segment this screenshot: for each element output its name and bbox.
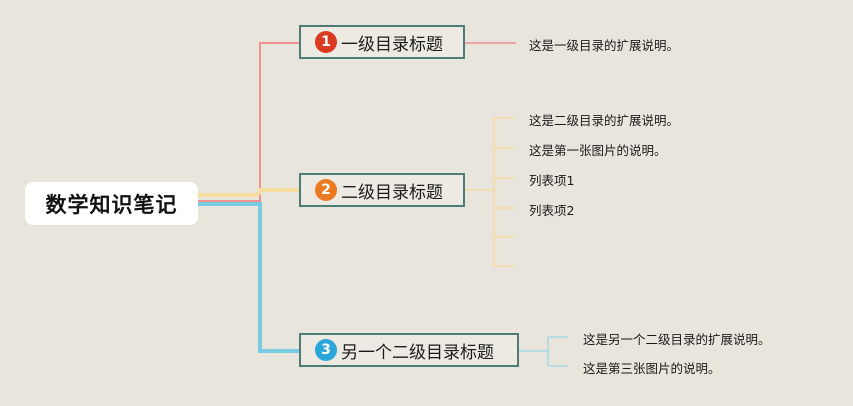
connector-root-branch-2 (198, 188, 300, 197)
leaf-3-2[interactable]: 这是第三张图片的说明。 (583, 361, 721, 376)
number-badge-1-icon: 1 (315, 31, 337, 53)
topic-node-1[interactable]: 1 一级目录标题 (299, 25, 465, 59)
leaf-2-1[interactable]: 这是二级目录的扩展说明。 (529, 113, 680, 128)
topic-node-2-label: 二级目录标题 (341, 182, 443, 203)
leaf-2-3[interactable]: 列表项1 (529, 173, 575, 188)
topic-node-3-label: 另一个二级目录标题 (341, 342, 494, 363)
number-badge-3-icon: 3 (315, 339, 337, 361)
connector-root-branch-1 (198, 42, 300, 202)
root-topic[interactable]: 数学知识笔记 (25, 182, 198, 225)
leaf-1-1[interactable]: 这是一级目录的扩展说明。 (529, 38, 680, 53)
root-topic-label: 数学知识笔记 (45, 192, 178, 217)
leaf-2-2[interactable]: 这是第一张图片的说明。 (529, 143, 667, 158)
topic-node-1-label: 一级目录标题 (341, 34, 443, 55)
topic-node-2[interactable]: 2 二级目录标题 (299, 173, 465, 207)
leaf-2-4[interactable]: 列表项2 (529, 203, 575, 218)
topic-node-3[interactable]: 3 另一个二级目录标题 (299, 333, 519, 367)
leaf-3-1[interactable]: 这是另一个二级目录的扩展说明。 (583, 332, 771, 347)
number-badge-2-icon: 2 (315, 179, 337, 201)
connector-root-branch-3 (198, 202, 300, 353)
branch-2-bracket (464, 117, 514, 267)
branch-3-bracket (518, 336, 568, 367)
